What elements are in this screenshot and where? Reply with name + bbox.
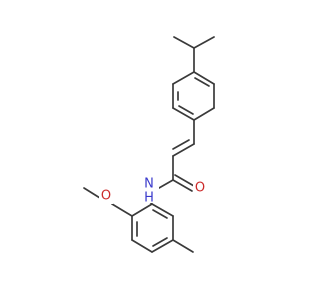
- bond-ring2-ome: [111, 203, 133, 217]
- bond-carbonyl-o-inner: [174, 174, 195, 187]
- atom-n-label: N: [144, 177, 154, 192]
- bond-ipr-me1: [173, 36, 195, 49]
- bond-ring1-d: [172, 107, 195, 121]
- bond-carbonyl-o: [172, 179, 193, 192]
- atom-o-methoxy: O: [99, 188, 113, 204]
- bond-o-methyl: [83, 187, 101, 199]
- atom-o-methoxy-label: O: [101, 189, 111, 204]
- bond-ring1-c: [193, 107, 215, 121]
- bond-ring2-inner-2: [152, 237, 168, 247]
- bond-ring1-inner-2: [178, 105, 194, 115]
- bond-ring2-methyl: [172, 239, 194, 253]
- bond-ring1-f: [172, 71, 195, 85]
- bond-vinyl-double: [172, 143, 195, 157]
- atom-n-amide: N H: [139, 177, 159, 206]
- bond-ring2-a: [131, 203, 153, 217]
- bond-ring1-a: [193, 71, 215, 85]
- bond-vinyl-double-inner: [172, 139, 190, 150]
- bond-ring2-d: [151, 239, 174, 253]
- structure-canvas: N H O O: [83, 36, 215, 253]
- atom-o-carbonyl-label: O: [195, 181, 205, 196]
- atom-o-carbonyl: O: [193, 180, 207, 196]
- bond-ring1-inner-1: [194, 77, 210, 87]
- bond-carbonyl-n: [158, 179, 174, 189]
- atom-h-label: H: [144, 191, 154, 206]
- bond-ring2-c: [131, 239, 153, 253]
- bond-ring2-inner-3: [152, 209, 168, 219]
- bond-ring2-f: [151, 203, 174, 217]
- bond-ipr-me2: [193, 36, 215, 49]
